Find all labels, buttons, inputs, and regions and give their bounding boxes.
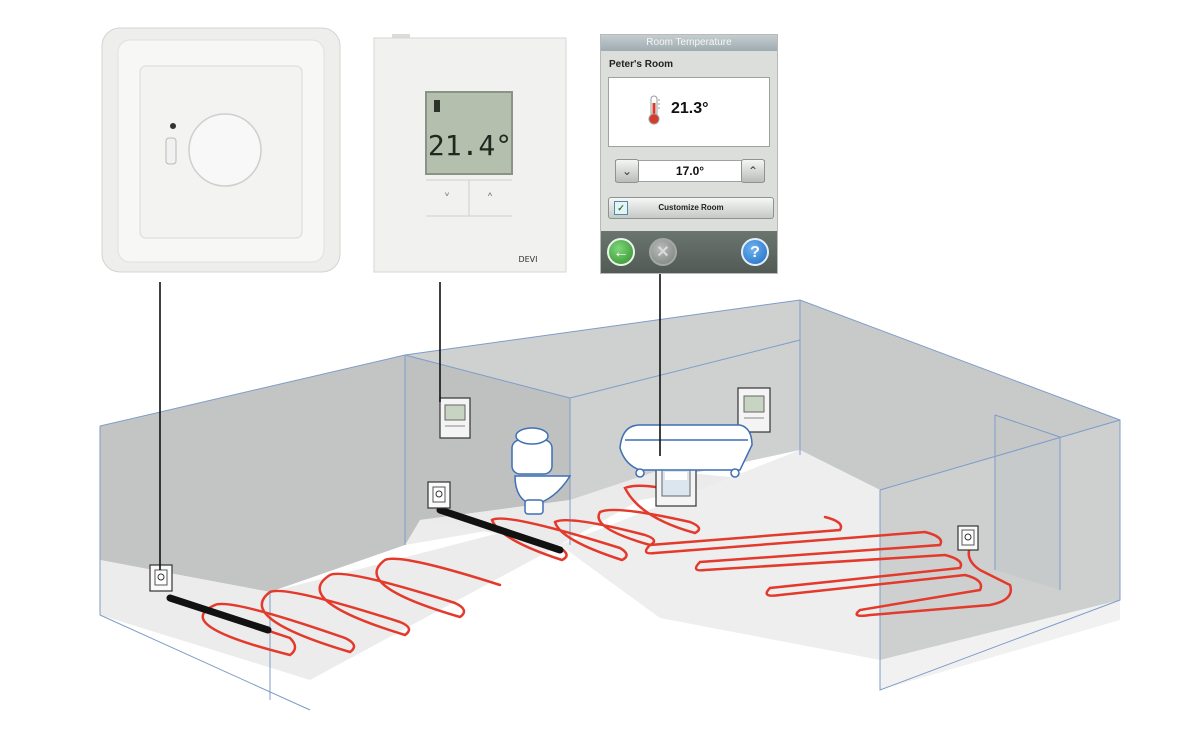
cancel-button[interactable]: ✕ <box>649 238 677 266</box>
setpoint-temperature: 17.0° <box>675 164 705 178</box>
thermometer-icon <box>648 95 660 125</box>
bottom-toolbar: ← ✕ ? <box>601 231 777 273</box>
lcd-down-button[interactable]: ˅ <box>444 192 451 208</box>
wall-socket-right <box>957 525 979 551</box>
wall-thermostat-middle <box>439 397 471 439</box>
lcd-temperature: 21.4° <box>428 129 512 162</box>
checklist-icon: ✓ <box>614 201 628 215</box>
floor-sensors <box>166 506 564 634</box>
back-button[interactable]: ← <box>607 238 635 266</box>
screen-title: Room Temperature <box>601 35 777 51</box>
current-temperature-panel: 21.3° <box>608 77 770 147</box>
help-button[interactable]: ? <box>741 238 769 266</box>
dial-thermostat <box>101 27 341 273</box>
connector-lines <box>159 274 661 570</box>
wall-thermostat-right <box>737 387 771 433</box>
lcd-thermostat: ˅ ˄ 21.4° DEVI <box>373 34 567 273</box>
increase-temperature-button[interactable]: ⌃ <box>741 159 765 183</box>
customize-room-button[interactable]: ✓ Customize Room <box>608 197 774 219</box>
lcd-screen <box>425 91 513 175</box>
room-edges <box>99 299 1121 711</box>
bathtub-icon <box>619 424 753 478</box>
wall-socket-middle <box>427 481 451 509</box>
dial-knob <box>188 113 262 187</box>
current-temperature: 21.3° <box>671 100 709 117</box>
customize-room-label: Customize Room <box>658 203 724 212</box>
lcd-up-button[interactable]: ˄ <box>487 192 494 208</box>
heating-cables <box>168 484 1013 657</box>
decrease-temperature-button[interactable]: ⌄ <box>615 159 639 183</box>
brand-logo: DEVI <box>518 255 537 264</box>
setpoint-field: 17.0° <box>615 160 765 182</box>
touchscreen-thermostat: Room Temperature Peter's Room 21.3° 17.0… <box>600 34 778 274</box>
room-name: Peter's Room <box>609 59 674 70</box>
wall-socket-left <box>149 564 173 592</box>
toilet-icon <box>511 427 572 515</box>
